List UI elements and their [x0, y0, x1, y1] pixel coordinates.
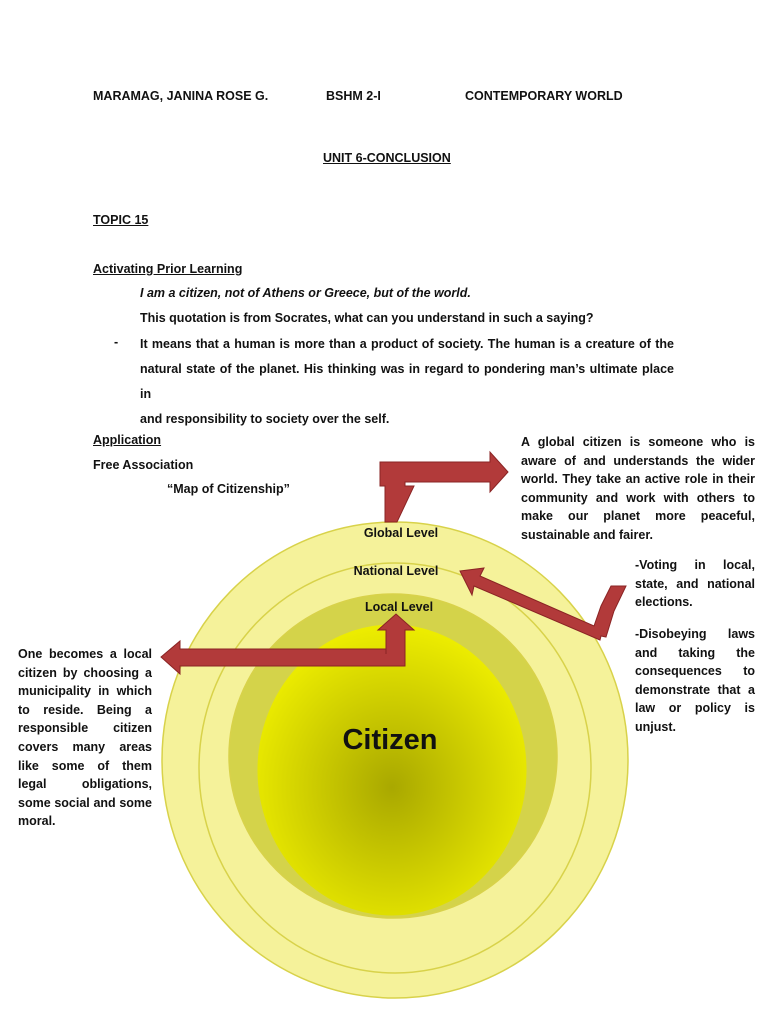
prior-learning-heading: Activating Prior Learning	[93, 262, 243, 276]
answer-bullet: -	[114, 335, 119, 349]
global-level-label: Global Level	[363, 526, 439, 540]
topic-heading: TOPIC 15	[93, 213, 149, 227]
national-level-arrow	[459, 567, 627, 641]
national-note-voting: -Voting in local, state, and national el…	[635, 558, 755, 610]
local-level-arrow	[160, 613, 416, 676]
national-level-label: National Level	[353, 564, 439, 578]
socrates-quote: I am a citizen, not of Athens or Greece,…	[140, 286, 471, 300]
answer-line-3: and responsibility to society over the s…	[140, 412, 390, 426]
unit-title: UNIT 6-CONCLUSION	[323, 151, 451, 165]
answer-line-2: natural state of the planet. His thinkin…	[140, 362, 674, 401]
local-level-label: Local Level	[364, 600, 434, 614]
free-association-label: Free Association	[93, 458, 194, 472]
prior-learning-question: This quotation is from Socrates, what ca…	[140, 311, 594, 325]
diagram-title: “Map of Citizenship”	[167, 482, 290, 496]
application-heading: Application	[93, 433, 162, 447]
global-level-arrow	[379, 450, 509, 523]
national-note-disobeying: -Disobeying laws and taking the conseque…	[635, 627, 755, 734]
local-level-note: One becomes a local citizen by choosing …	[18, 647, 152, 829]
course-code: BSHM 2-I	[326, 89, 381, 103]
answer-line-1: It means that a human is more than a pro…	[140, 337, 674, 351]
subject-name: CONTEMPORARY WORLD	[465, 89, 623, 103]
citizen-label: Citizen	[342, 724, 438, 756]
citizen-core	[256, 623, 528, 917]
student-name: MARAMAG, JANINA ROSE G.	[93, 89, 269, 103]
global-level-note: A global citizen is someone who is aware…	[521, 435, 755, 542]
prior-learning-answer: It means that a human is more than a pro…	[140, 332, 674, 432]
